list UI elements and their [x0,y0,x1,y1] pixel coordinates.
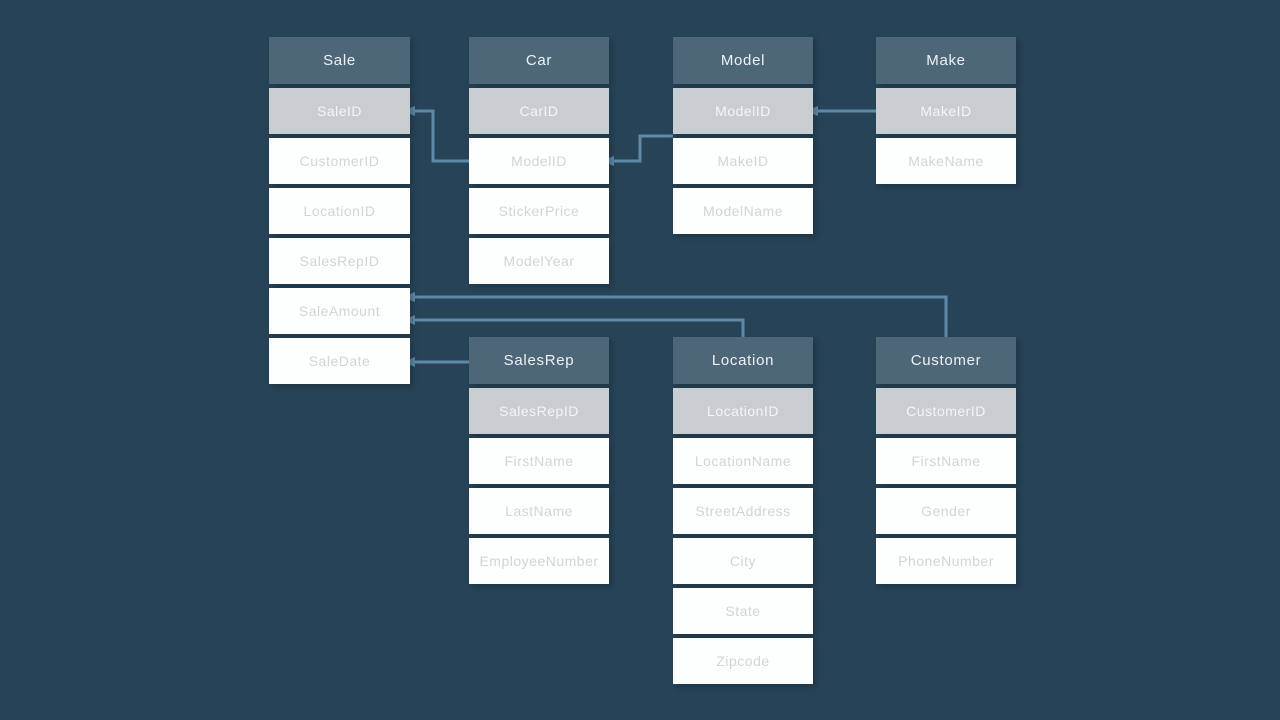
table-title: Sale [269,37,410,84]
connector-sale-car [410,109,469,163]
table-title: Make [876,37,1016,84]
field-state: State [673,588,813,634]
connector-sale-location [410,318,745,338]
field-customerid: CustomerID [876,388,1016,434]
field-makename: MakeName [876,138,1016,184]
field-saledate: SaleDate [269,338,410,384]
table-title: Model [673,37,813,84]
field-customerid: CustomerID [269,138,410,184]
field-stickerprice: StickerPrice [469,188,609,234]
field-makeid: MakeID [673,138,813,184]
table-title: Location [673,337,813,384]
field-lastname: LastName [469,488,609,534]
field-employeenumber: EmployeeNumber [469,538,609,584]
table-title: Car [469,37,609,84]
field-saleamount: SaleAmount [269,288,410,334]
field-modelname: ModelName [673,188,813,234]
field-modelid: ModelID [673,88,813,134]
field-firstname: FirstName [876,438,1016,484]
table-title: Customer [876,337,1016,384]
table-title: SalesRep [469,337,609,384]
field-streetaddress: StreetAddress [673,488,813,534]
field-zipcode: Zipcode [673,638,813,684]
field-modelid: ModelID [469,138,609,184]
connector-sale-customer [410,295,948,338]
connector-car-model [609,134,673,163]
field-modelyear: ModelYear [469,238,609,284]
field-city: City [673,538,813,584]
field-locationname: LocationName [673,438,813,484]
field-salesrepid: SalesRepID [469,388,609,434]
field-locationid: LocationID [269,188,410,234]
field-gender: Gender [876,488,1016,534]
field-salesrepid: SalesRepID [269,238,410,284]
field-firstname: FirstName [469,438,609,484]
field-locationid: LocationID [673,388,813,434]
field-makeid: MakeID [876,88,1016,134]
field-phonenumber: PhoneNumber [876,538,1016,584]
field-carid: CarID [469,88,609,134]
field-saleid: SaleID [269,88,410,134]
